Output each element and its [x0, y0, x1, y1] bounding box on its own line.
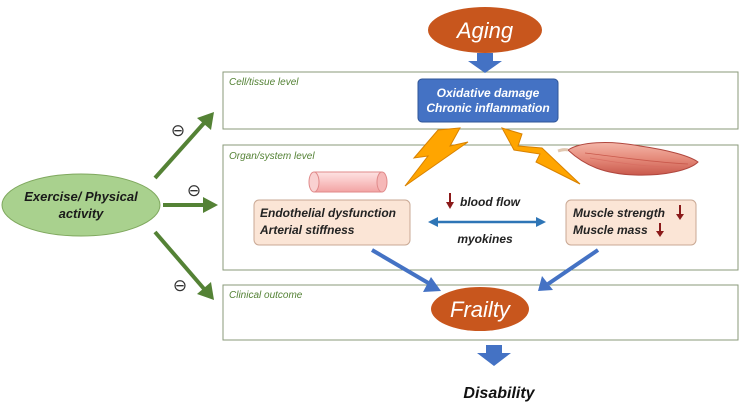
disability-label: Disability — [463, 385, 535, 402]
exercise-label-line1: Exercise/ Physical — [24, 189, 138, 204]
arterial-stiffness-text: Arterial stiffness — [259, 223, 355, 237]
blood-flow-label: blood flow — [460, 195, 521, 209]
oxidative-inflammation-box — [417, 78, 559, 123]
lightning-icon — [500, 127, 581, 185]
aging-label: Aging — [455, 18, 514, 43]
cell-level-label: Cell/tissue level — [229, 77, 299, 88]
lightning-icon — [404, 127, 469, 187]
exercise-node — [1, 173, 161, 237]
frailty-label: Frailty — [450, 297, 512, 322]
artery-icon — [308, 171, 388, 193]
muscle-strength-text: Muscle strength — [573, 206, 665, 220]
vascular-to-frailty-arrow — [370, 248, 441, 292]
exercise-to-cell-arrow — [153, 112, 214, 180]
aging-node — [428, 7, 542, 53]
oxidative-damage-text: Oxidative damage — [437, 86, 540, 100]
aging-down-arrow — [468, 53, 502, 73]
blood-flow-down-arrow-icon — [446, 193, 454, 209]
endothelial-dysfunction-text: Endothelial dysfunction — [260, 206, 396, 220]
chronic-inflammation-text: Chronic inflammation — [426, 101, 549, 115]
exercise-to-clinical-arrow — [153, 230, 214, 300]
muscle-box — [565, 199, 697, 246]
frailty-node — [431, 287, 529, 331]
exercise-label-line2: activity — [59, 206, 105, 221]
inhibit-symbol-organ: ⊖ — [187, 181, 201, 201]
muscle-mass-text: Muscle mass — [573, 223, 648, 237]
muscle-icon — [557, 142, 699, 176]
exercise-to-organ-arrow — [163, 197, 218, 213]
inhibit-symbol-cell: ⊖ — [171, 121, 185, 141]
frailty-down-arrow — [477, 345, 511, 366]
double-arrow — [428, 217, 546, 227]
muscle-to-frailty-arrow — [538, 248, 600, 291]
vascular-box — [253, 199, 411, 246]
myokines-label: myokines — [457, 232, 513, 246]
clinical-level-label: Clinical outcome — [229, 290, 303, 301]
inhibit-symbol-clinical: ⊖ — [173, 276, 187, 296]
organ-level-label: Organ/system level — [229, 151, 315, 162]
mass-down-arrow-icon — [656, 223, 664, 237]
strength-down-arrow-icon — [676, 205, 684, 220]
